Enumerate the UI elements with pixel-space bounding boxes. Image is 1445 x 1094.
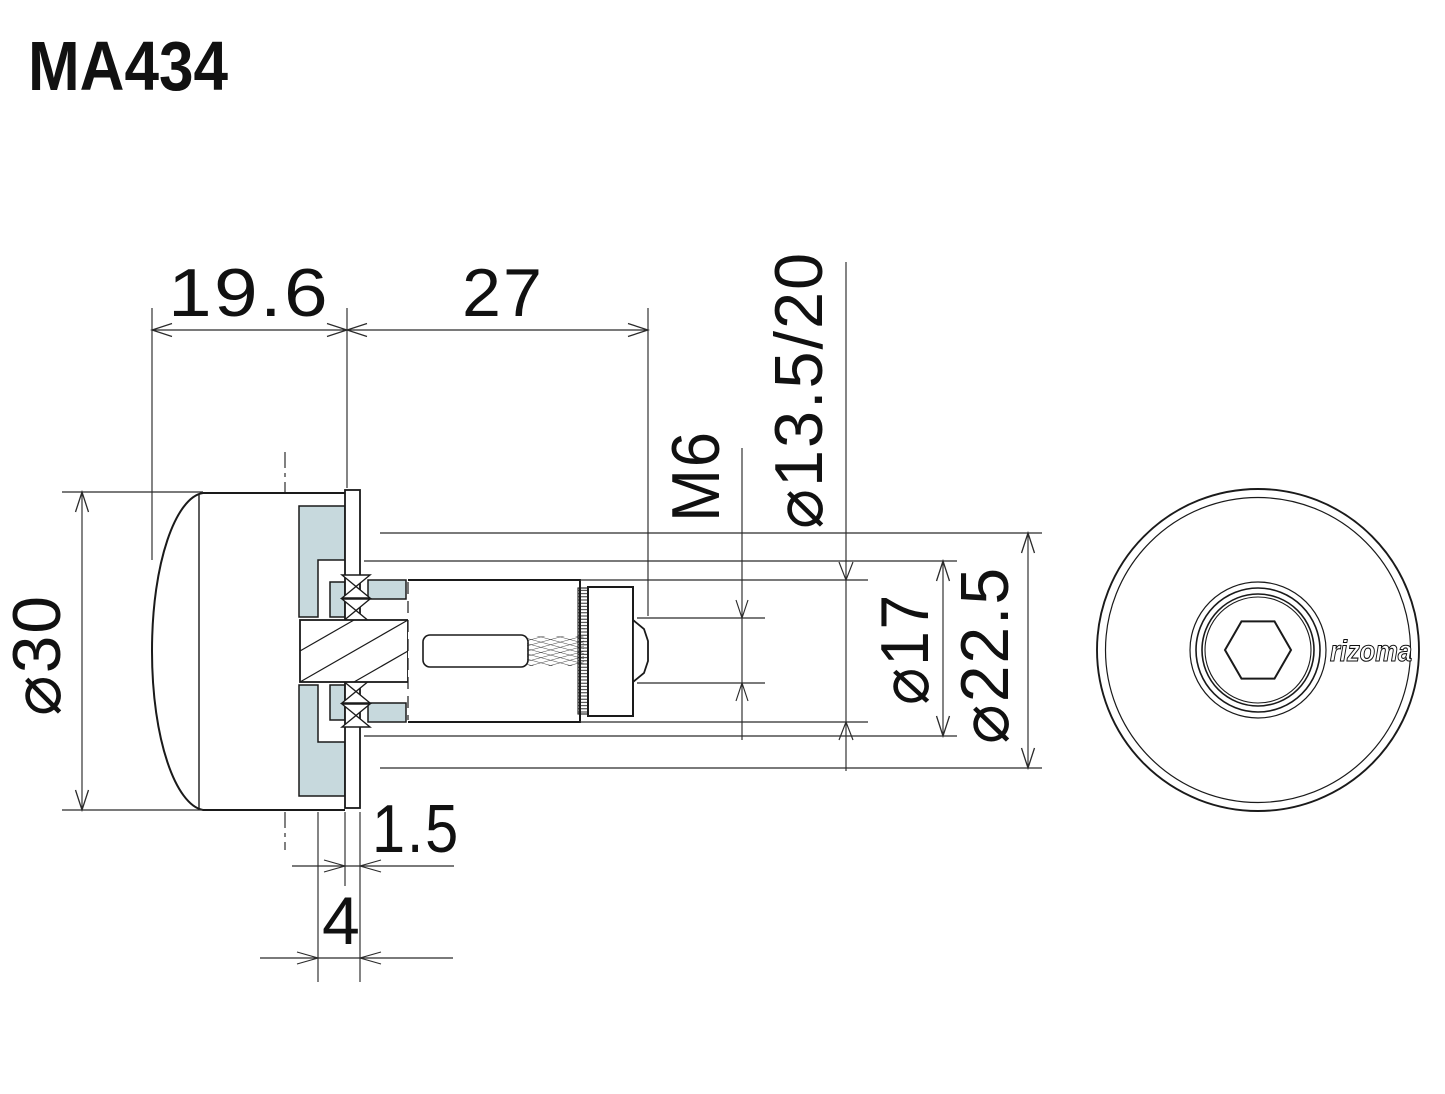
cap-inner-edge-circle xyxy=(1104,496,1412,804)
dimension-recess-depth: 4 xyxy=(260,812,453,982)
end-cap-outline xyxy=(150,492,345,811)
dimensions: 19.6 27 M6 ⌀13.5/20 xyxy=(0,251,1042,982)
drawing-title: MA434 xyxy=(28,27,228,105)
dim-cap-length-label: 19.6 xyxy=(168,255,330,331)
boss-circle-2 xyxy=(1195,587,1321,713)
cap-outer-circle xyxy=(1096,488,1420,812)
threaded-shank xyxy=(527,636,584,666)
dim-recess-depth-label: 4 xyxy=(322,883,362,959)
front-view: rizoma xyxy=(1096,488,1420,812)
boss-circle-1 xyxy=(1189,581,1327,719)
boss-circle-4 xyxy=(1204,596,1312,704)
lock-washer-top xyxy=(340,574,372,623)
dim-ring-thickness-label: 1.5 xyxy=(372,791,460,867)
knurled-band xyxy=(577,587,589,715)
dim-thread-size-label: M6 xyxy=(658,430,734,522)
screw-cone-tip xyxy=(632,618,649,684)
dimension-insert-length: 27 xyxy=(347,255,648,616)
expander-nut xyxy=(587,586,634,717)
hex-socket xyxy=(1223,620,1293,680)
dim-bar-inner-range-label: ⌀13.5/20 xyxy=(761,251,837,529)
dimension-cap-od: ⌀30 xyxy=(0,492,203,810)
dim-cap-od-label: ⌀30 xyxy=(0,594,75,716)
dimension-ring-thickness: 1.5 xyxy=(292,791,460,982)
lock-washer-bottom xyxy=(340,679,372,728)
side-view xyxy=(150,452,649,850)
screw-head-block xyxy=(299,619,409,683)
boss-circle-3 xyxy=(1201,593,1315,707)
dim-sleeve-od-label: ⌀17 xyxy=(867,593,943,705)
dim-spigot-od-label: ⌀22.5 xyxy=(947,566,1023,744)
dimension-sleeve-od: ⌀17 xyxy=(364,561,957,736)
sleeve-slot xyxy=(422,634,529,668)
dimension-thread-size: M6 xyxy=(637,430,765,740)
dimension-bar-inner-range: ⌀13.5/20 xyxy=(580,251,868,771)
dim-insert-length-label: 27 xyxy=(462,255,544,331)
dimension-cap-length: 19.6 xyxy=(152,255,347,560)
rizoma-logo: rizoma xyxy=(1330,635,1412,668)
dimension-spigot-od: ⌀22.5 xyxy=(380,533,1042,768)
